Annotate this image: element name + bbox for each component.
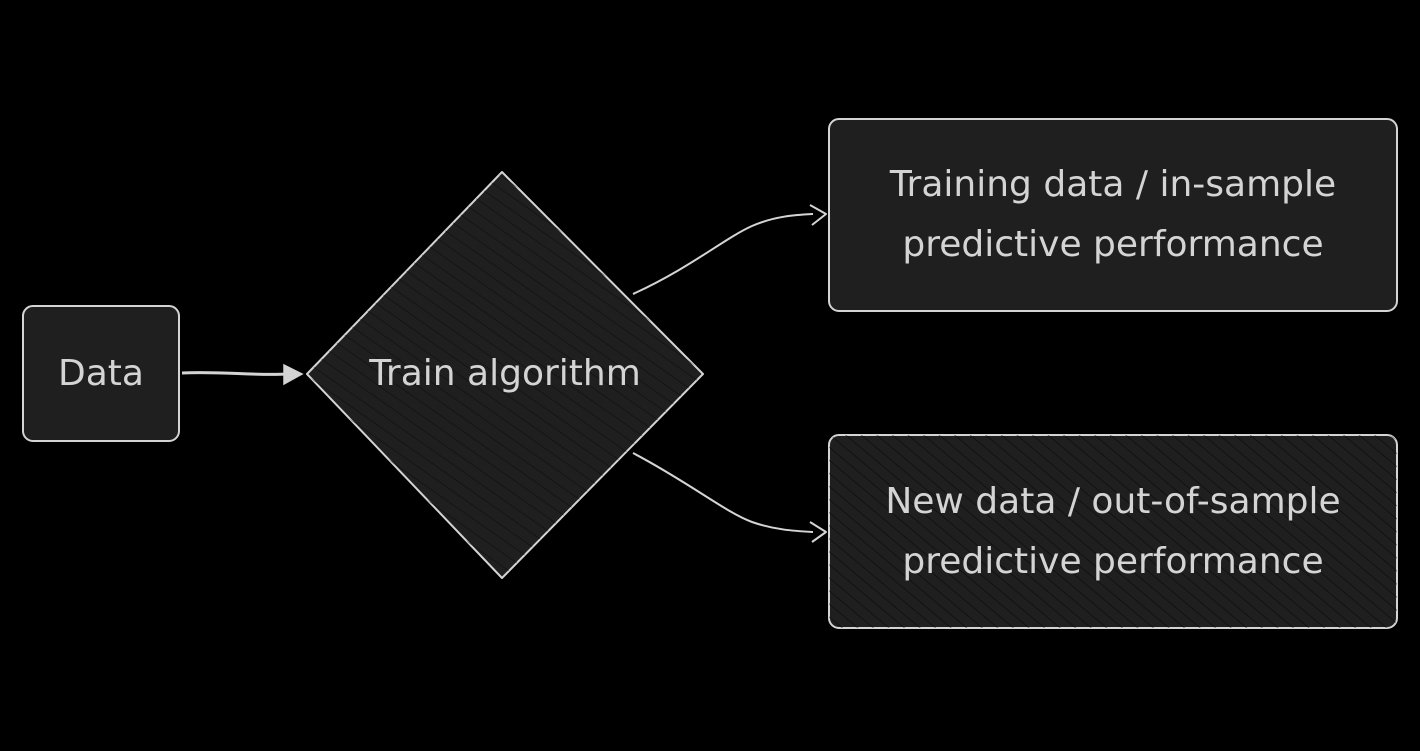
train-label-text: Train algorithm — [369, 353, 641, 394]
data-label-text: Data — [58, 353, 144, 394]
out-of-sample-node-label: New data / out-of-sample predictive perf… — [829, 472, 1397, 592]
data-node[interactable] — [22, 305, 180, 442]
out-of-sample-node[interactable] — [828, 434, 1398, 629]
in-sample-node-label: Training data / in-sample predictive per… — [829, 155, 1397, 275]
data-node-label: Data — [23, 344, 179, 404]
train-node-label: Train algorithm — [307, 344, 703, 404]
in-sample-node[interactable] — [828, 118, 1398, 312]
in-sample-label-line-1: Training data / in-sample — [889, 164, 1337, 205]
edge-train-to-in-sample — [632, 204, 827, 295]
in-sample-label-line-2: predictive performance — [902, 224, 1324, 265]
out-of-sample-label-line-1: New data / out-of-sample — [885, 481, 1341, 522]
arrowhead-icon — [809, 204, 827, 226]
arrowhead-icon — [809, 521, 827, 543]
arrowhead-icon — [283, 363, 304, 386]
out-of-sample-label-line-2: predictive performance — [902, 541, 1324, 582]
edge-train-to-out-of-sample — [632, 452, 827, 543]
train-algorithm-node[interactable] — [306, 171, 704, 579]
edge-data-to-train — [181, 363, 304, 386]
